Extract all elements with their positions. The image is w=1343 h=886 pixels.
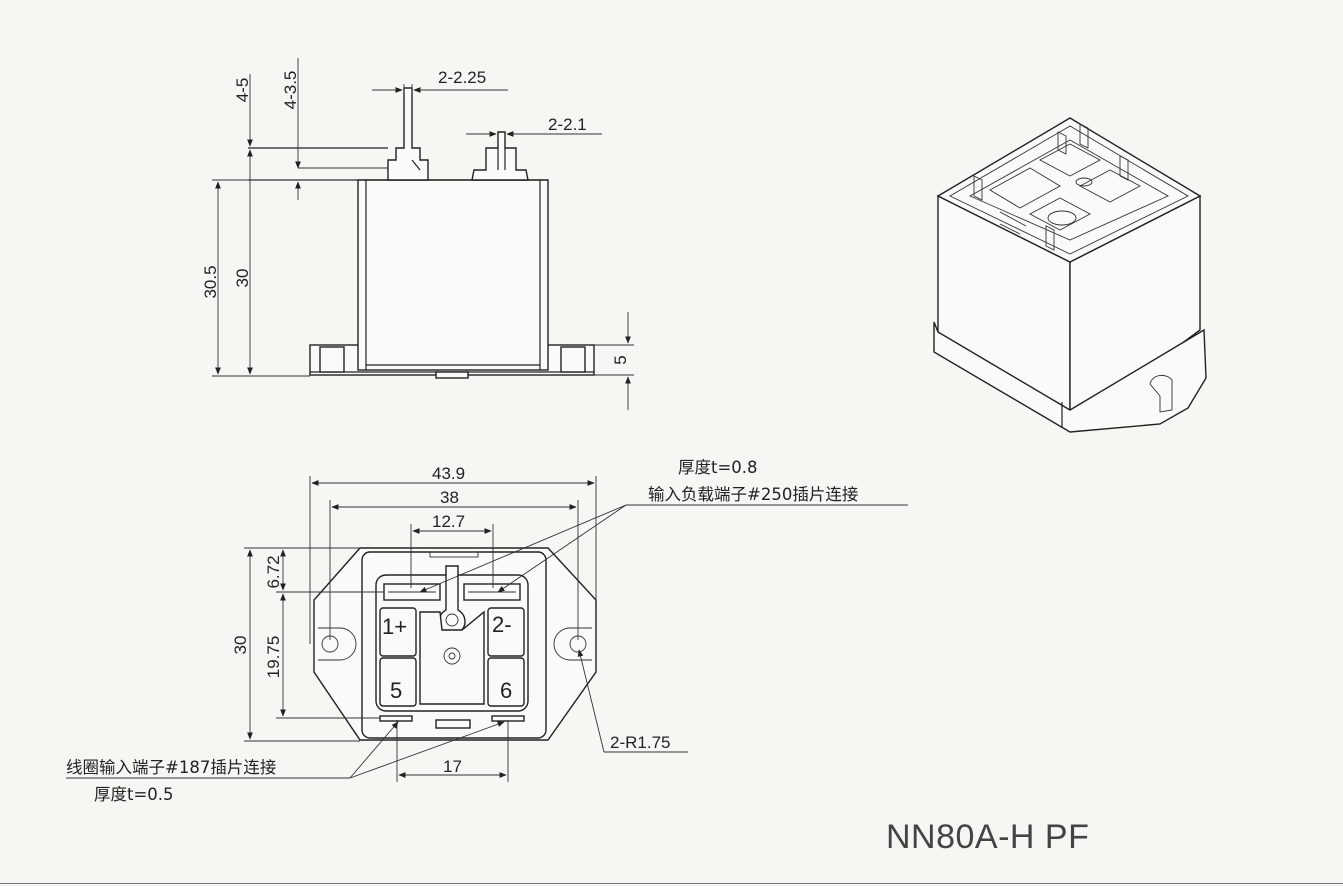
bottom-rule	[0, 883, 1343, 884]
side-view: 30.5 30 4-5 4-3.5 2-2.25 2-2.1 5	[201, 58, 634, 410]
pin-2-label: 2-	[492, 612, 512, 637]
dim-terminal-height-a: 4-5	[233, 78, 252, 103]
isometric-view	[933, 117, 1207, 433]
dim-top-offset: 6.72	[264, 555, 283, 588]
dim-height-total: 30.5	[201, 265, 220, 298]
note-coil-thickness: 厚度t=0.5	[94, 785, 174, 804]
bottom-view: 1+ 2- 5 6 43.9 38 12.7 30 6.72 19.75 17	[66, 458, 908, 804]
dim-terminal-pitch: 19.75	[264, 636, 283, 679]
pin-5-label: 5	[390, 678, 402, 703]
note-load-thickness: 厚度t=0.8	[678, 458, 758, 477]
pin-6-label: 6	[500, 678, 512, 703]
dim-height-body: 30	[233, 269, 252, 288]
dim-load-spacing: 12.7	[432, 512, 465, 531]
dim-hole-spacing: 38	[440, 488, 459, 507]
note-coil-terminal: 线圈输入端子#187插片连接	[66, 758, 276, 777]
dim-overall-width: 43.9	[432, 464, 465, 483]
dim-terminal-height-b: 4-3.5	[281, 71, 300, 110]
note-load-terminal: 输入负载端子#250插片连接	[648, 485, 858, 504]
dim-coil-spacing: 17	[443, 757, 462, 776]
dim-hole-radius: 2-R1.75	[610, 733, 670, 752]
pin-1-label: 1+	[382, 614, 407, 639]
model-number: NN80A-H PF	[886, 818, 1090, 856]
dim-terminal-width-a: 2-2.25	[438, 68, 486, 87]
dim-bv-height: 30	[231, 636, 250, 655]
dim-terminal-width-b: 2-2.1	[548, 115, 587, 134]
dim-flange-height: 5	[611, 355, 630, 364]
